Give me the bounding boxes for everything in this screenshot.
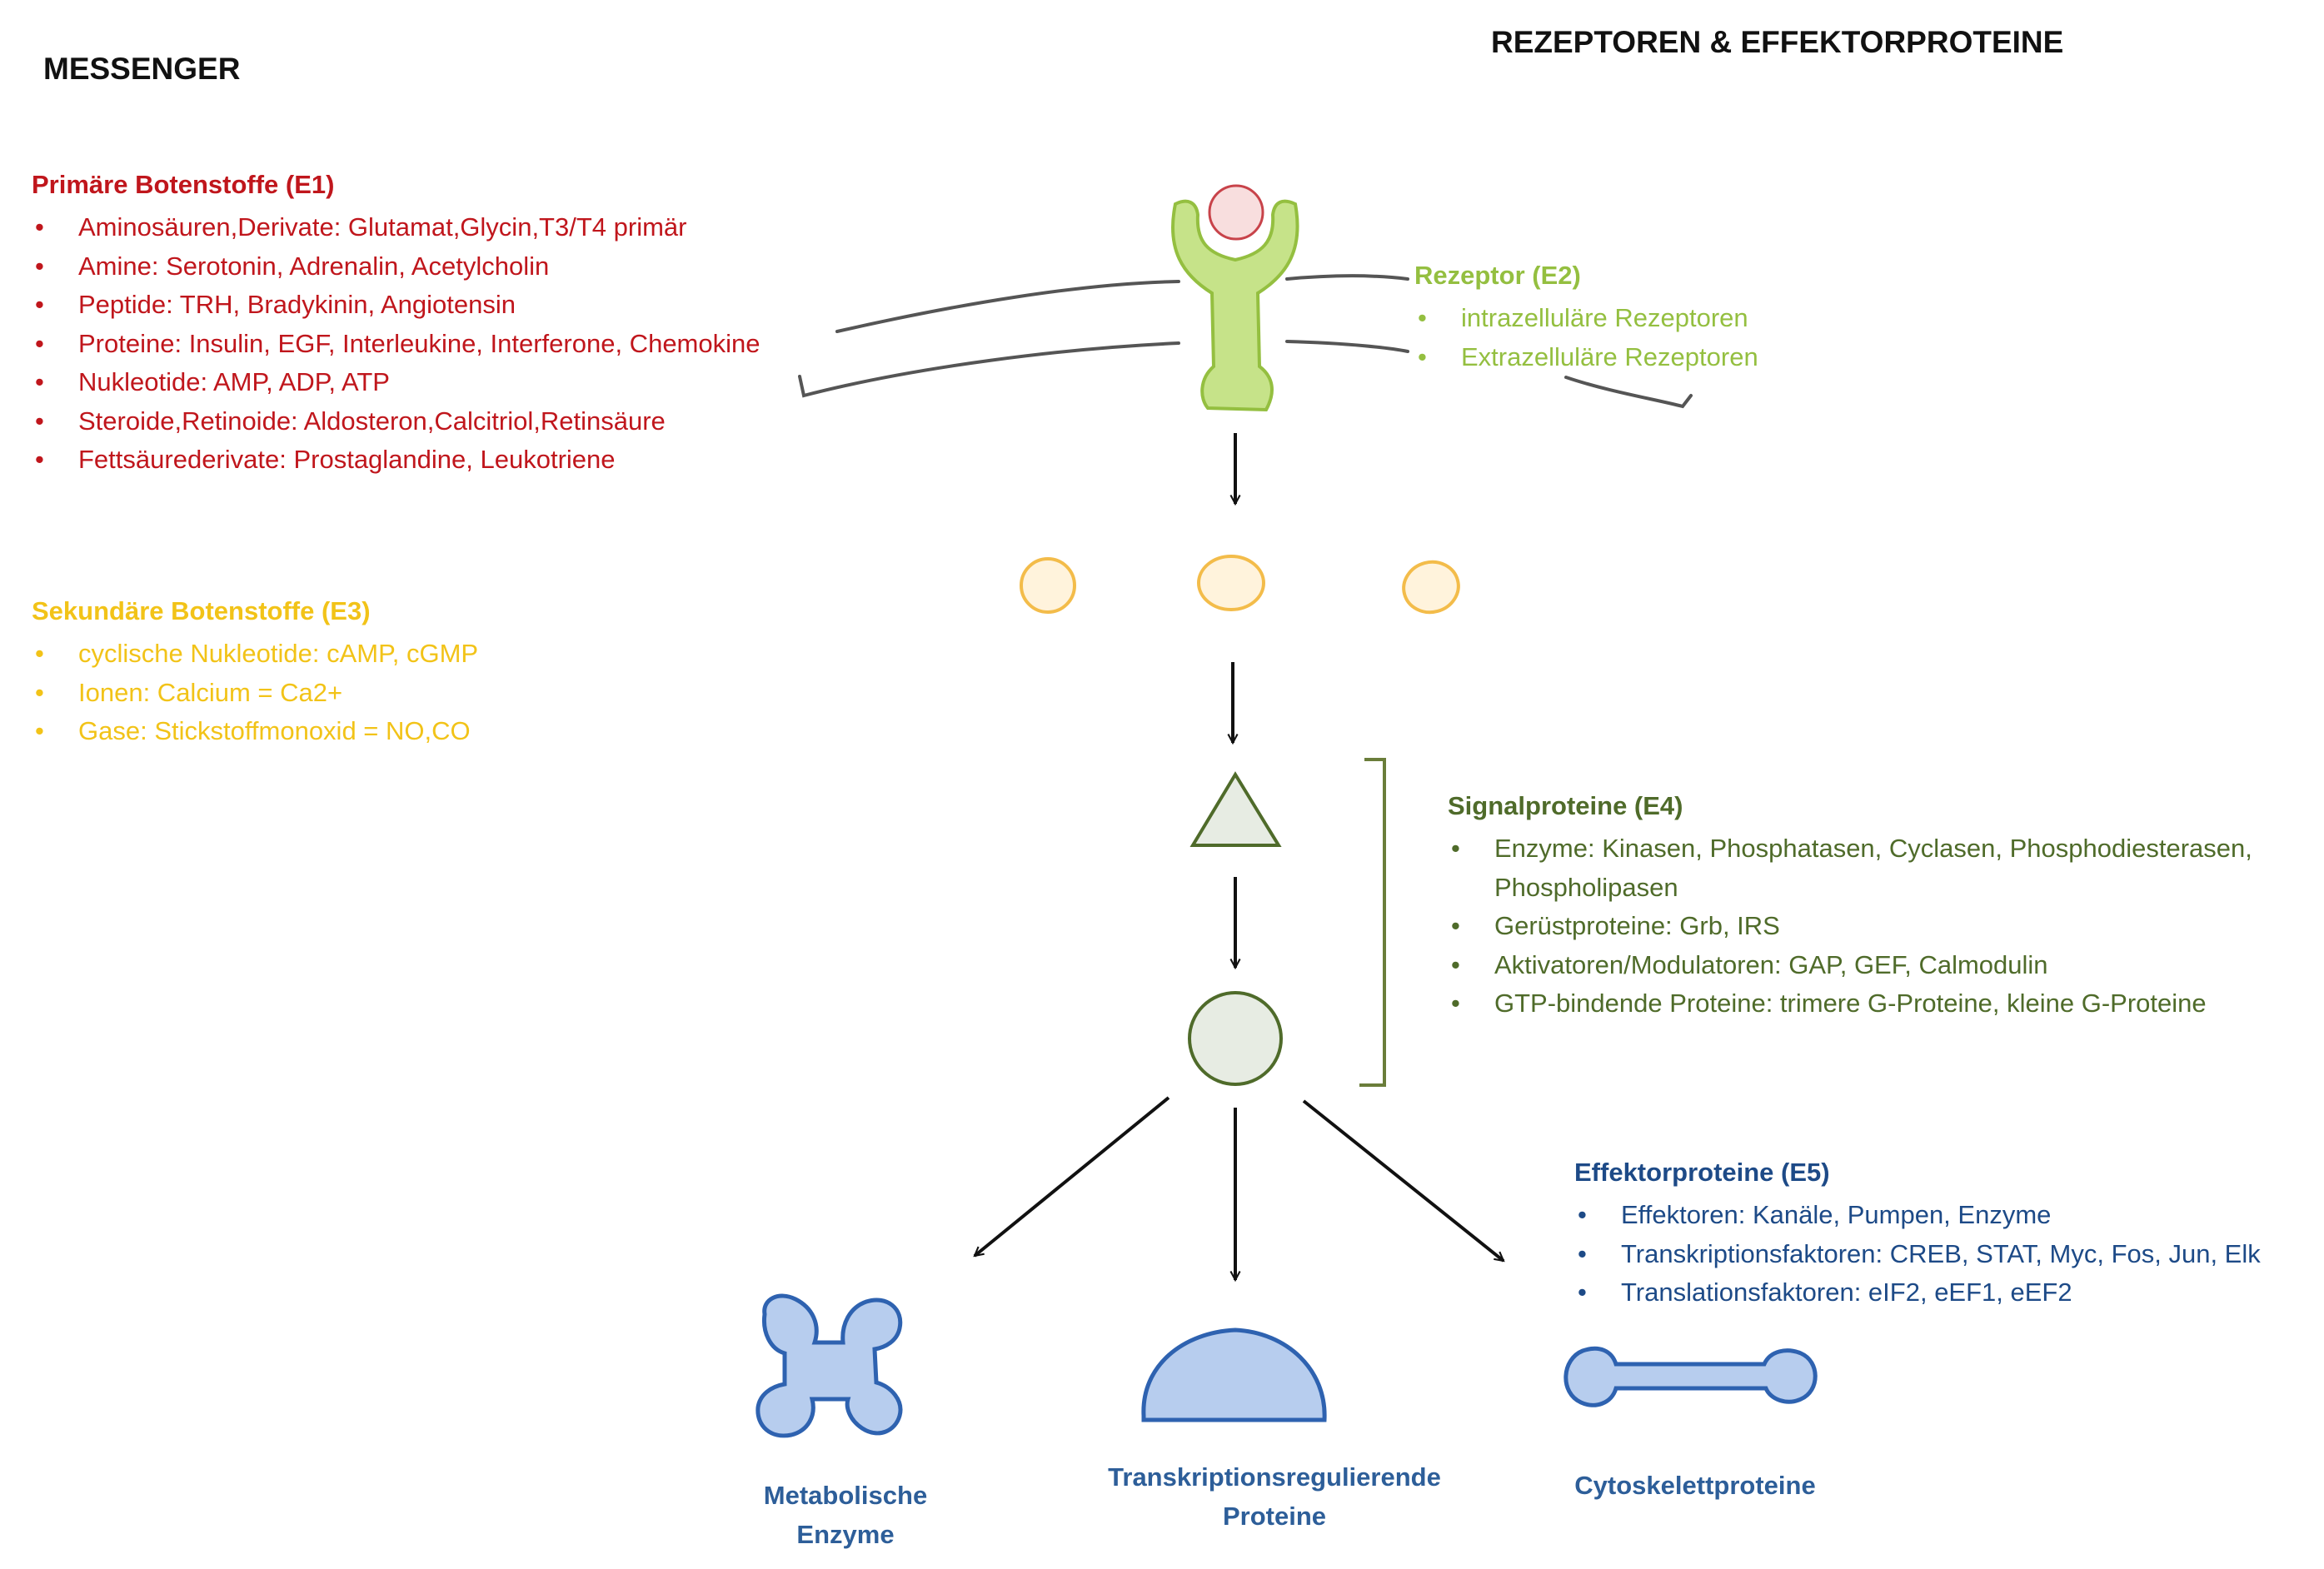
list-item: Aktivatoren/Modulatoren: GAP, GEF, Calmo… <box>1448 946 2314 985</box>
list-item: Nukleotide: AMP, ADP, ATP <box>32 363 865 402</box>
primary-messengers-title: Primäre Botenstoffe (E1) <box>32 170 335 199</box>
transcription-protein-shape <box>1141 1327 1327 1422</box>
transcription-protein-caption: Transkriptionsregulierende Proteine <box>1058 1457 1491 1536</box>
primary-messengers-list: Aminosäuren,Derivate: Glutamat,Glycin,T3… <box>32 208 865 480</box>
caption-line: Transkriptionsregulierende <box>1108 1462 1441 1492</box>
list-item: Transkriptionsfaktoren: CREB, STAT, Myc,… <box>1574 1235 2316 1274</box>
caption-line: Cytoskelettproteine <box>1574 1471 1816 1500</box>
receptor-list: intrazelluläre Rezeptoren Extrazelluläre… <box>1414 299 1997 376</box>
list-item: Proteine: Insulin, EGF, Interleukine, In… <box>32 325 865 364</box>
list-item: Fettsäurederivate: Prostaglandine, Leuko… <box>32 441 865 480</box>
list-item: Effektoren: Kanäle, Pumpen, Enzyme <box>1574 1196 2316 1235</box>
signal-proteins-block: Signalproteine (E4) Enzyme: Kinasen, Pho… <box>1448 791 2314 1024</box>
receptor-shape <box>1171 184 1299 412</box>
list-item: Enzyme: Kinasen, Phosphatasen, Cyclasen,… <box>1448 829 2314 907</box>
signal-circle <box>1188 991 1283 1086</box>
receptor-block: Rezeptor (E2) intrazelluläre Rezeptoren … <box>1414 261 1997 376</box>
secondary-messengers-list: cyclische Nukleotide: cAMP, cGMP Ionen: … <box>32 635 698 751</box>
cytoskeleton-shape <box>1563 1346 1818 1407</box>
receptor-title: Rezeptor (E2) <box>1414 261 1581 290</box>
list-item: Amine: Serotonin, Adrenalin, Acetylcholi… <box>32 247 865 286</box>
effector-proteins-title: Effektorproteine (E5) <box>1574 1158 1830 1187</box>
caption-line: Metabolische <box>763 1481 928 1510</box>
secondary-messengers-block: Sekundäre Botenstoffe (E3) cyclische Nuk… <box>32 596 698 751</box>
ligand-circle <box>1208 184 1264 241</box>
metabolic-enzyme-caption: Metabolische Enzyme <box>708 1476 983 1554</box>
signal-bracket <box>1359 758 1386 1087</box>
list-item: Steroide,Retinoide: Aldosteron,Calcitrio… <box>32 402 865 441</box>
signal-triangle <box>1189 771 1282 847</box>
list-item: GTP-bindende Proteine: trimere G-Protein… <box>1448 984 2314 1024</box>
cytoskeleton-caption: Cytoskelettproteine <box>1533 1466 1858 1505</box>
metabolic-enzyme-shape <box>756 1293 903 1438</box>
list-item: Aminosäuren,Derivate: Glutamat,Glycin,T3… <box>32 208 865 247</box>
messenger-heading: MESSENGER <box>43 52 241 86</box>
effector-proteins-list: Effektoren: Kanäle, Pumpen, Enzyme Trans… <box>1574 1196 2316 1312</box>
primary-messengers-block: Primäre Botenstoffe (E1) Aminosäuren,Der… <box>32 170 865 480</box>
effector-proteins-block: Effektorproteine (E5) Effektoren: Kanäle… <box>1574 1158 2316 1312</box>
list-item: cyclische Nukleotide: cAMP, cGMP <box>32 635 698 674</box>
list-item: Ionen: Calcium = Ca2+ <box>32 674 698 713</box>
signal-proteins-list: Enzyme: Kinasen, Phosphatasen, Cyclasen,… <box>1448 829 2314 1024</box>
caption-line: Proteine <box>1222 1502 1327 1531</box>
pathway-arrows <box>975 433 1504 1280</box>
second-messenger-ovals <box>1020 555 1460 615</box>
list-item: Gerüstproteine: Grb, IRS <box>1448 907 2314 946</box>
receptor-effector-heading: REZEPTOREN & EFFEKTORPROTEINE <box>1491 25 2064 59</box>
secondary-messengers-title: Sekundäre Botenstoffe (E3) <box>32 596 371 625</box>
list-item: Gase: Stickstoffmonoxid = NO,CO <box>32 712 698 751</box>
list-item: Peptide: TRH, Bradykinin, Angiotensin <box>32 286 865 325</box>
list-item: intrazelluläre Rezeptoren <box>1414 299 1997 338</box>
list-item: Extrazelluläre Rezeptoren <box>1414 338 1997 377</box>
caption-line: Enzyme <box>796 1520 895 1549</box>
signal-proteins-title: Signalproteine (E4) <box>1448 791 1683 820</box>
list-item: Translationsfaktoren: eIF2, eEF1, eEF2 <box>1574 1273 2316 1312</box>
